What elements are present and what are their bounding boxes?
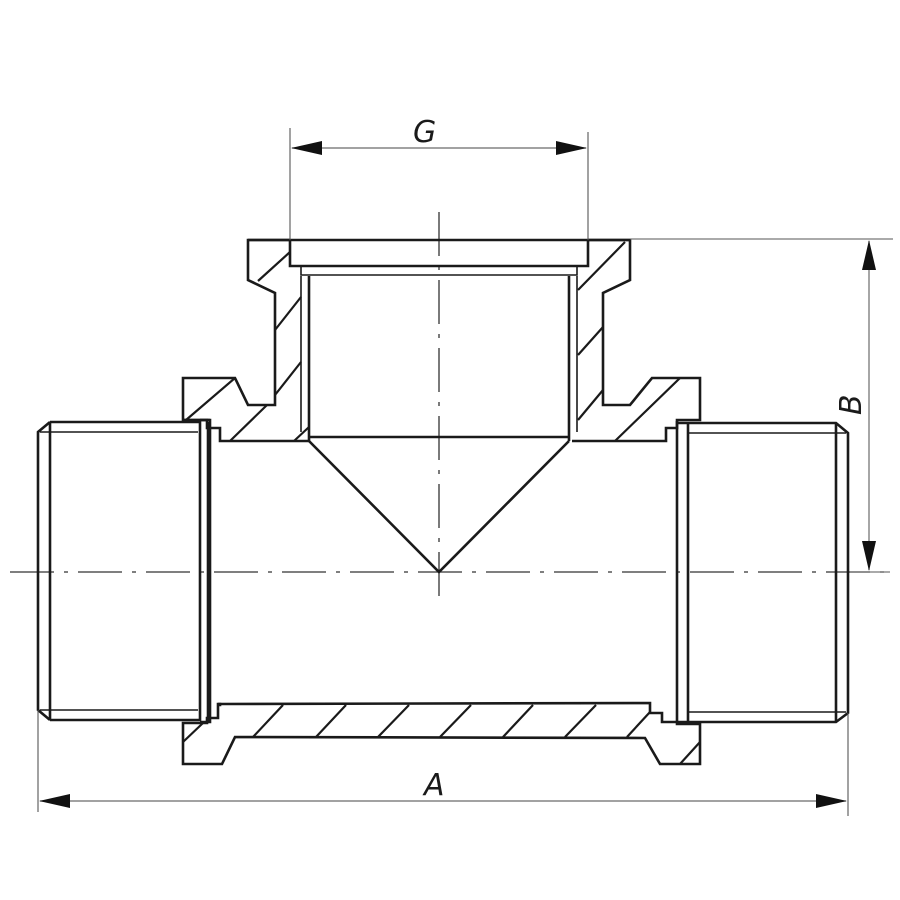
arrow-right-icon	[556, 141, 587, 155]
right-thread-end	[675, 421, 850, 724]
arrow-down-icon	[862, 541, 876, 571]
branch-section	[181, 238, 702, 574]
left-thread-end	[36, 418, 212, 724]
bottom-wall-section	[181, 701, 702, 766]
dimension-a: A	[37, 710, 849, 816]
dimension-g: G	[289, 115, 589, 240]
arrow-left-icon	[39, 794, 70, 808]
arrow-right-icon	[816, 794, 847, 808]
dimension-b: B	[630, 238, 893, 573]
dimension-label-g: G	[413, 115, 436, 150]
dimension-label-a: A	[422, 768, 445, 803]
dimension-label-b: B	[834, 394, 869, 415]
center-lines	[10, 212, 890, 600]
arrow-left-icon	[291, 141, 322, 155]
arrow-up-icon	[862, 240, 876, 270]
